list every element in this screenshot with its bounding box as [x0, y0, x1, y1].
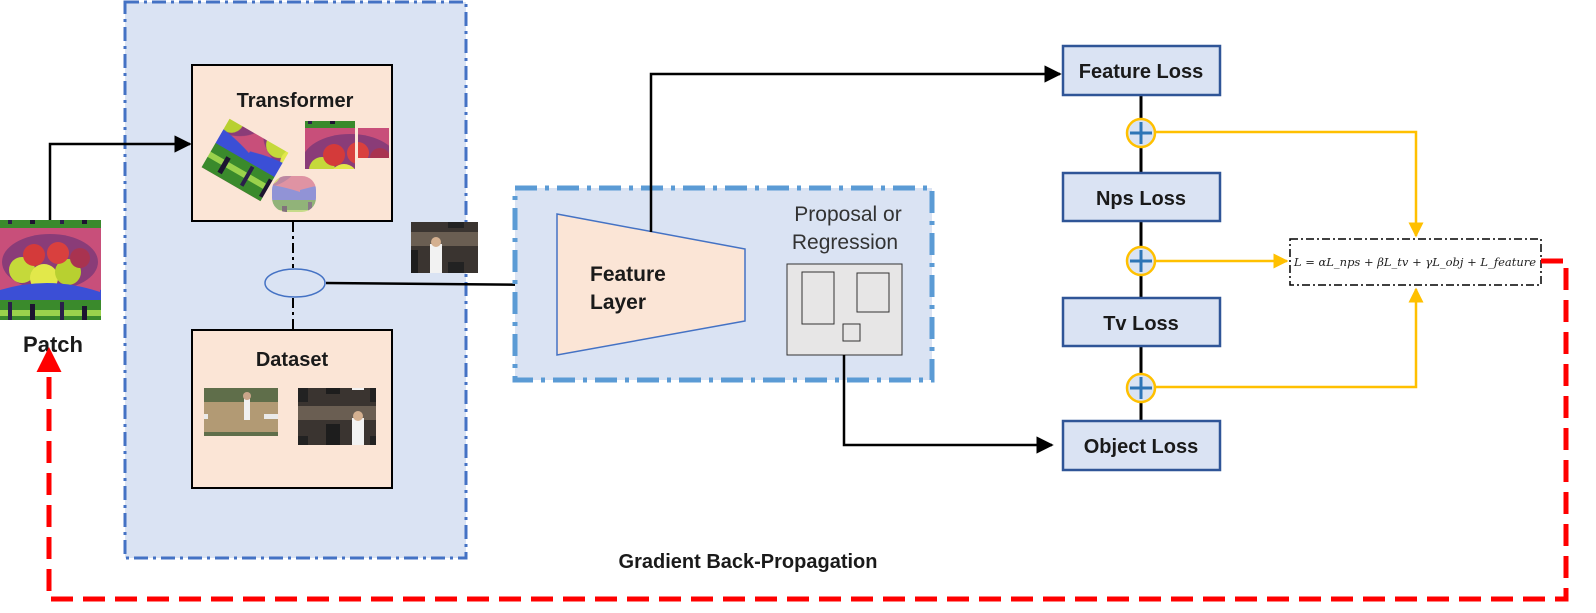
feature-loss-box	[1061, 44, 1222, 97]
object-loss-label: Object Loss	[1084, 436, 1198, 458]
transformer-title: Transformer	[237, 90, 354, 112]
adversarial-patch-image	[0, 220, 101, 320]
feature-to-feature-loss-arrow	[649, 65, 1062, 232]
dataset-title: Dataset	[256, 349, 329, 371]
proposal-label-line2: Regression	[792, 231, 898, 254]
patch-label: Patch	[23, 332, 83, 357]
plus-node-3	[1125, 372, 1157, 404]
band-stage-photo	[298, 388, 376, 445]
patched-photo	[411, 222, 478, 273]
proposal-label-line1: Proposal or	[794, 203, 901, 226]
combiner-ellipse	[264, 268, 326, 298]
total-loss-formula-box	[1289, 238, 1542, 286]
gradient-backprop-path	[36, 258, 1569, 602]
yellow-connector-top	[1156, 130, 1424, 238]
blurred-patch-image	[272, 176, 316, 212]
proposal-region-1	[801, 271, 835, 325]
proposal-region-2	[856, 272, 890, 313]
tiny-patch-image	[358, 128, 389, 158]
total-loss-formula: L = αL_nps + βL_tv + γL_obj + L_feature	[1293, 255, 1536, 269]
proposal-to-object-loss-arrow	[842, 355, 1054, 454]
nps-loss-box	[1061, 171, 1222, 223]
gradient-backprop-label: Gradient Back-Propagation	[619, 551, 878, 573]
nps-loss-label: Nps Loss	[1096, 188, 1186, 210]
tv-loss-label: Tv Loss	[1103, 313, 1179, 335]
feature-layer-shape	[556, 213, 746, 356]
rotated-patch-image	[201, 118, 289, 202]
feature-layer-label-line2: Layer	[590, 291, 646, 314]
feature-loss-label: Feature Loss	[1079, 61, 1203, 83]
proposal-region-3	[842, 323, 861, 342]
plus-node-1	[1125, 117, 1157, 149]
tv-loss-box	[1061, 296, 1222, 348]
yellow-connector-bottom	[1156, 287, 1424, 389]
tennis-player-photo	[204, 388, 278, 436]
small-patch-image	[305, 121, 355, 169]
object-loss-box	[1061, 419, 1222, 472]
patch-to-transformer-arrow	[48, 135, 192, 220]
feature-layer-label-line1: Feature	[590, 263, 666, 286]
plus-node-2	[1125, 245, 1157, 277]
